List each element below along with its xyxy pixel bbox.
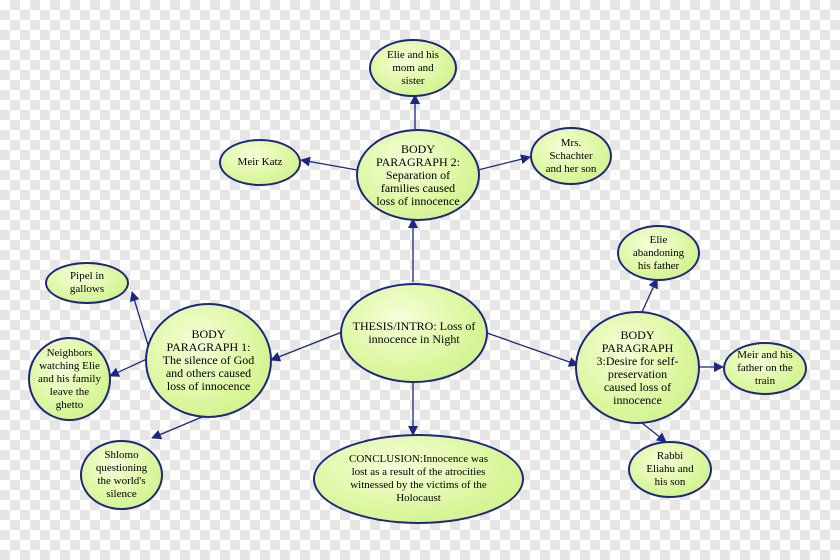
node-elie-abandoning-label: Elie abandoning his father bbox=[632, 233, 685, 272]
edge-thesis-body3 bbox=[486, 332, 579, 367]
node-body-paragraph-3[interactable]: BODY PARAGRAPH 3:Desire for self-preserv… bbox=[575, 311, 700, 424]
node-conclusion[interactable]: CONCLUSION:Innocence was lost as a resul… bbox=[313, 434, 524, 524]
edge-body2-meir-katz bbox=[300, 156, 358, 171]
edge-body1-pipel bbox=[129, 291, 149, 346]
node-meir-katz-label: Meir Katz bbox=[237, 156, 283, 168]
node-body-paragraph-3-label: BODY PARAGRAPH 3:Desire for self-preserv… bbox=[596, 327, 679, 407]
node-conclusion-label: CONCLUSION:Innocence was lost as a resul… bbox=[349, 453, 488, 504]
edge-body1-neighbors bbox=[109, 357, 150, 377]
node-pipel-label: Pipel in gallows bbox=[69, 270, 105, 295]
node-neighbors-label: Neighbors watching Elie and his family l… bbox=[38, 346, 101, 411]
node-rabbi-label: Rabbi Eliahu and his son bbox=[646, 450, 694, 488]
node-mrs-schachter[interactable]: Mrs. Schachter and her son bbox=[530, 127, 612, 185]
node-meir-father-label: Meir and his father on the train bbox=[737, 349, 793, 387]
node-elie-mom-sister-label: Elie and his mom and sister bbox=[387, 48, 439, 87]
edge-body1-shlomo bbox=[151, 416, 203, 440]
node-body-paragraph-1-label: BODY PARAGRAPH 1: The silence of God and… bbox=[162, 327, 255, 393]
edge-thesis-body1 bbox=[270, 331, 343, 362]
node-meir-father[interactable]: Meir and his father on the train bbox=[723, 342, 807, 395]
edge-body2-schachter bbox=[477, 154, 531, 171]
node-neighbors[interactable]: Neighbors watching Elie and his family l… bbox=[28, 337, 111, 421]
node-mrs-schachter-label: Mrs. Schachter and her son bbox=[545, 136, 597, 175]
node-body-paragraph-2[interactable]: BODY PARAGRAPH 2: Separation of families… bbox=[356, 129, 480, 221]
node-rabbi[interactable]: Rabbi Eliahu and his son bbox=[628, 441, 712, 498]
edge-body3-elie-abandoning bbox=[641, 278, 658, 313]
node-body-paragraph-1[interactable]: BODY PARAGRAPH 1: The silence of God and… bbox=[145, 303, 272, 418]
node-elie-mom-sister[interactable]: Elie and his mom and sister bbox=[369, 39, 457, 97]
node-body-paragraph-2-label: BODY PARAGRAPH 2: Separation of families… bbox=[376, 141, 460, 208]
node-thesis-label: THESIS/INTRO: Loss of innocence in Night bbox=[352, 319, 476, 346]
node-pipel[interactable]: Pipel in gallows bbox=[45, 262, 129, 304]
edge-body3-rabbi bbox=[641, 422, 667, 443]
node-shlomo-label: Shlomo questioning the world's silence bbox=[95, 449, 148, 500]
node-meir-katz[interactable]: Meir Katz bbox=[219, 139, 301, 186]
node-elie-abandoning[interactable]: Elie abandoning his father bbox=[617, 225, 700, 281]
node-shlomo[interactable]: Shlomo questioning the world's silence bbox=[80, 440, 163, 510]
node-thesis[interactable]: THESIS/INTRO: Loss of innocence in Night bbox=[340, 283, 488, 383]
